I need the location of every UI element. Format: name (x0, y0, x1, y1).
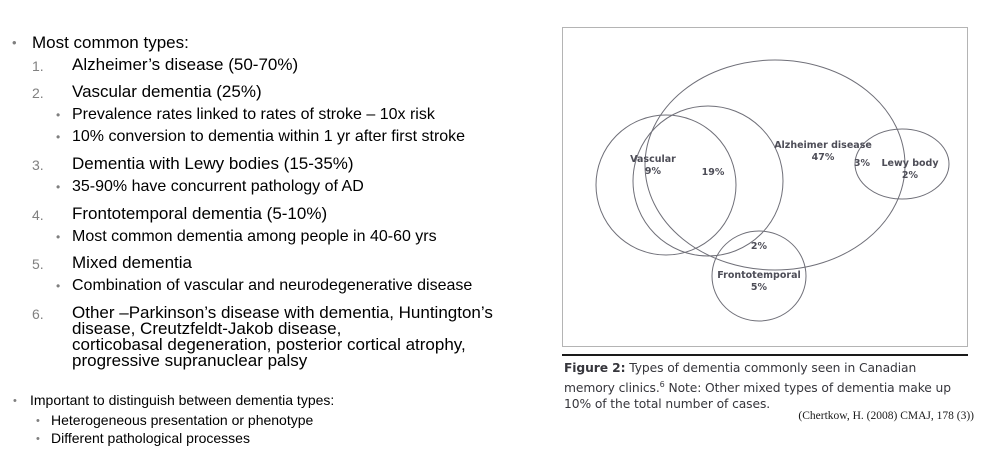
label-vascular-alzheimer-overlap: 19% (701, 167, 725, 178)
label-vascular: Vascular 9% (613, 154, 693, 178)
label-alzheimer-ftd-overlap: 2% (750, 241, 768, 252)
figure-caption-superscript: 6 (659, 379, 665, 389)
figure-panel: Vascular 9% 19% Alzheimer disease 47% 3%… (560, 20, 980, 445)
circle-frontotemporal (711, 230, 807, 322)
label-alzheimer: Alzheimer disease 47% (743, 140, 903, 164)
figure-caption-text-1: Types of dementia commonly seen in Canad… (564, 361, 917, 395)
list-number: 1. (32, 58, 44, 74)
bullet-icon: • (56, 180, 61, 194)
list-item-label: Alzheimer’s disease (50-70%) (72, 55, 299, 74)
bullet-icon: • (56, 108, 61, 122)
figure-caption-label: Figure 2: (564, 361, 626, 375)
label-alzheimer-value: 47% (811, 152, 835, 163)
list-number: 4. (32, 207, 44, 223)
sublist-item-label: 35-90% have concurrent pathology of AD (72, 178, 364, 195)
list-item-6-wrap-3: progressive supranuclear palsy (72, 351, 308, 370)
circle-vascular (595, 114, 737, 256)
bullet-icon: • (12, 35, 17, 50)
footer-sublist-label: Different pathological processes (51, 430, 250, 446)
list-number: 5. (32, 256, 44, 272)
bullet-icon: • (56, 230, 61, 244)
label-frontotemporal-value: 5% (750, 282, 768, 293)
label-frontotemporal-name: Frontotemporal (717, 270, 801, 281)
list-item-label: Most common types: (32, 33, 189, 52)
circle-alzheimer (644, 59, 906, 271)
label-frontotemporal: Frontotemporal 5% (703, 270, 815, 294)
label-vascular-value: 9% (644, 166, 662, 177)
list-number: 2. (32, 85, 44, 101)
label-lewy-body-name: Lewy body (881, 158, 939, 169)
figure-caption-text-2: Note: Other mixed types of dementia make… (564, 380, 951, 412)
venn-diagram-svg (595, 59, 950, 322)
footer-sublist-label: Heterogeneous presentation or phenotype (51, 412, 314, 428)
list-number: 3. (32, 157, 44, 173)
list-item-6-wrap-2: corticobasal degeneration, posterior cor… (72, 335, 466, 354)
list-item-label: Vascular dementia (25%) (72, 82, 262, 101)
sublist-item-label: 10% conversion to dementia within 1 yr a… (72, 128, 466, 145)
bullet-icon: • (13, 395, 17, 407)
sublist-item-label: Combination of vascular and neurodegener… (72, 277, 473, 294)
list-item-label: Other –Parkinson’s disease with dementia… (72, 303, 493, 322)
circle-lewy-body (854, 128, 950, 200)
list-item-label: Dementia with Lewy bodies (15-35%) (72, 154, 354, 173)
label-lewy-body-value: 2% (901, 170, 919, 181)
label-alzheimer-lewy-overlap: 3% (853, 158, 871, 169)
content-text-column: • Most common types: 1. Alzheimer’s dise… (12, 33, 493, 446)
list-item-label: Mixed dementia (72, 253, 193, 272)
footer-heading-label: Important to distinguish between dementi… (30, 392, 335, 408)
list-item-6-wrap-1: disease, Creutzfeldt-Jakob disease, (72, 319, 342, 338)
sublist-item-label: Prevalence rates linked to rates of stro… (72, 106, 435, 123)
label-lewy-body: Lewy body 2% (873, 158, 947, 182)
list-item-label: Frontotemporal dementia (5-10%) (72, 204, 328, 223)
caption-divider (562, 354, 968, 356)
bullet-icon: • (36, 433, 40, 445)
bullet-icon: • (36, 415, 40, 427)
bullet-icon: • (56, 279, 61, 293)
sublist-item-label: Most common dementia among people in 40-… (72, 228, 437, 245)
figure-citation: (Chertkow, H. (2008) CMAJ, 178 (3)) (798, 410, 974, 422)
bullet-icon: • (56, 130, 61, 144)
label-alzheimer-name: Alzheimer disease (774, 140, 872, 151)
figure-caption: Figure 2: Types of dementia commonly see… (564, 360, 964, 413)
venn-diagram-frame: Vascular 9% 19% Alzheimer disease 47% 3%… (562, 27, 968, 347)
list-number: 6. (32, 306, 44, 322)
label-vascular-name: Vascular (630, 154, 676, 165)
circle-vascular-overlap (632, 105, 784, 257)
